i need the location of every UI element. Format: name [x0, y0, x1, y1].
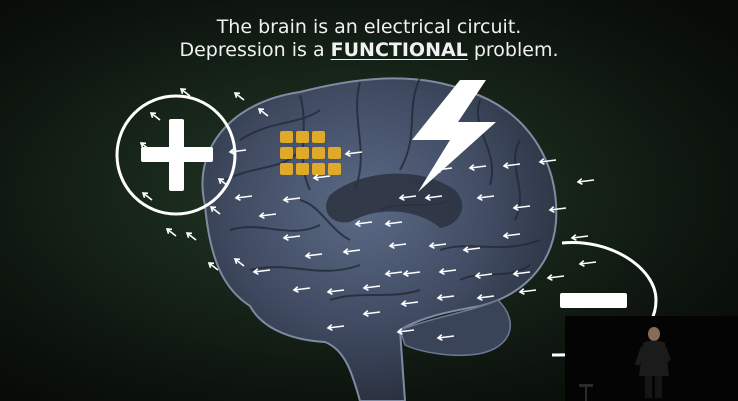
flow-arrow — [207, 262, 219, 271]
speaker-video-inset — [565, 316, 738, 401]
flow-arrow — [402, 270, 421, 278]
flow-arrow — [228, 148, 247, 156]
flow-arrow — [233, 92, 245, 101]
brain-folds — [224, 77, 541, 301]
flow-arrow — [326, 288, 345, 296]
flow-arrow — [476, 294, 495, 302]
flow-arrow — [548, 206, 567, 214]
flow-arrow — [252, 268, 271, 276]
flow-arrow — [362, 310, 381, 318]
flow-arrow — [354, 220, 373, 228]
flow-arrow — [185, 232, 197, 241]
flow-arrow — [436, 294, 455, 302]
flow-arrow — [312, 174, 331, 182]
flow-arrow — [512, 204, 531, 212]
cerebellum-shape — [399, 299, 512, 357]
flow-arrow — [438, 268, 457, 276]
flow-arrow — [518, 288, 537, 296]
speaker-silhouette — [565, 316, 738, 401]
flow-arrow — [165, 228, 177, 237]
flow-arrow — [462, 246, 481, 254]
flow-arrow — [388, 242, 407, 250]
current-flow-arrows — [139, 88, 597, 342]
flow-arrow — [474, 272, 493, 280]
flow-arrow — [578, 260, 597, 268]
flow-arrow — [570, 234, 589, 242]
brain-shape — [201, 77, 558, 401]
plus-circle-icon — [115, 94, 237, 216]
flow-arrow — [326, 324, 345, 332]
flow-arrow — [344, 150, 363, 158]
flow-arrow — [139, 142, 151, 151]
flow-arrow — [468, 164, 487, 172]
flow-arrow — [424, 194, 443, 202]
flow-arrow — [398, 194, 417, 202]
lightning-bolt-icon — [412, 80, 496, 192]
flow-arrow — [434, 166, 453, 174]
flow-arrow — [342, 248, 361, 256]
flow-arrow — [233, 258, 245, 267]
flow-arrow — [476, 194, 495, 202]
flow-arrow — [384, 270, 403, 278]
flow-arrow — [209, 206, 221, 215]
flow-arrow — [149, 112, 161, 121]
flow-arrow — [576, 178, 595, 186]
flow-arrow — [546, 274, 565, 282]
flow-arrow — [141, 192, 153, 201]
flow-arrow — [512, 270, 531, 278]
flow-arrow — [282, 234, 301, 242]
flow-arrow — [179, 88, 191, 97]
slide-title-line-2: Depression is a FUNCTIONAL problem. — [0, 39, 738, 61]
electrode-grid-icon — [280, 131, 341, 175]
title-emphasis: FUNCTIONAL — [330, 39, 468, 61]
flow-arrow — [384, 220, 403, 228]
title-prefix: Depression is a — [179, 39, 331, 61]
flow-arrow — [400, 300, 419, 308]
flow-arrow — [234, 194, 253, 202]
flow-arrow — [436, 334, 455, 342]
flow-arrow — [292, 286, 311, 294]
flow-arrow — [217, 178, 229, 187]
flow-arrow — [428, 242, 447, 250]
flow-arrow — [396, 328, 415, 336]
flow-arrow — [538, 158, 557, 166]
flow-arrow — [502, 232, 521, 240]
ventricle-shape — [326, 173, 463, 228]
flow-arrow — [258, 212, 277, 220]
title-suffix: problem. — [467, 39, 559, 61]
flow-arrow — [362, 284, 381, 292]
slide-title-line-1: The brain is an electrical circuit. — [216, 16, 522, 38]
flow-arrow — [282, 196, 301, 204]
flow-arrow — [502, 162, 521, 170]
flow-arrow — [257, 108, 269, 117]
flow-arrow — [304, 252, 323, 260]
